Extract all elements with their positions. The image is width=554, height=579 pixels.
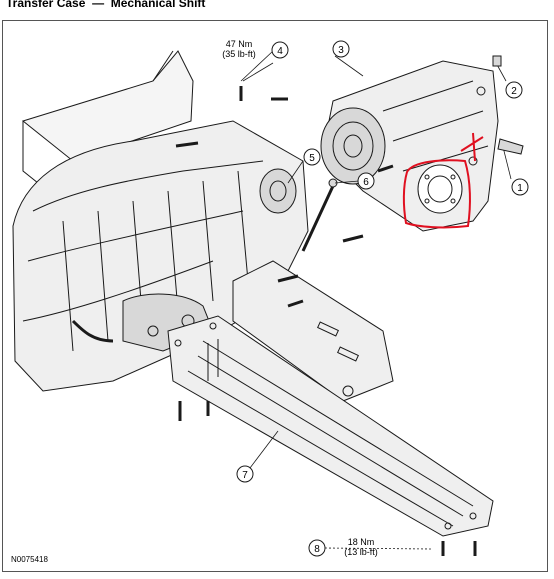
header-title: Mechanical Shift	[110, 0, 206, 10]
callout-5-label: 5	[309, 153, 315, 164]
part-plug	[492, 55, 502, 67]
callout-8: 8	[308, 539, 326, 557]
callout-2-label: 2	[511, 86, 517, 97]
page-header: Transfer Case — Mechanical Shift	[6, 0, 205, 10]
torque-top-nm: 47 Nm	[226, 39, 253, 49]
torque-top-lbft: (35 lb-ft)	[222, 49, 256, 59]
callout-1-label: 1	[517, 183, 523, 194]
callout-7: 7	[236, 465, 254, 483]
callout-1: 1	[511, 178, 529, 196]
skid-plate	[167, 315, 494, 537]
callout-8-label: 8	[314, 544, 320, 555]
callout-6-label: 6	[363, 177, 369, 188]
red-markup	[402, 132, 484, 229]
torque-bottom-nm: 18 Nm	[348, 537, 375, 547]
callout-3: 3	[332, 40, 350, 58]
callout-5: 5	[303, 148, 321, 166]
red-box	[402, 159, 471, 229]
bolts-set	[175, 86, 477, 556]
transfer-case	[320, 60, 499, 232]
leader-lines	[240, 50, 512, 550]
figure-id: N0075418	[11, 555, 48, 564]
header-section: Transfer Case	[6, 0, 86, 10]
part-vent	[497, 138, 524, 155]
callout-7-label: 7	[242, 470, 248, 481]
crossmember	[232, 260, 394, 402]
callout-6: 6	[357, 172, 375, 190]
red-cross	[460, 132, 484, 162]
callout-4-label: 4	[277, 46, 283, 57]
callout-4: 4	[271, 41, 289, 59]
transmission-housing	[12, 120, 309, 392]
diagram-frame: 4 3 2 1 5 6 7 8 47 N	[2, 20, 548, 572]
exploded-view-diagram: 4 3 2 1 5 6 7 8 47 N	[11, 39, 529, 564]
callout-2: 2	[505, 81, 523, 99]
torque-bottom-lbft: (13 lb-ft)	[344, 547, 378, 557]
header-separator: —	[92, 0, 105, 10]
linkage-rod	[301, 178, 338, 252]
callout-3-label: 3	[338, 45, 344, 56]
